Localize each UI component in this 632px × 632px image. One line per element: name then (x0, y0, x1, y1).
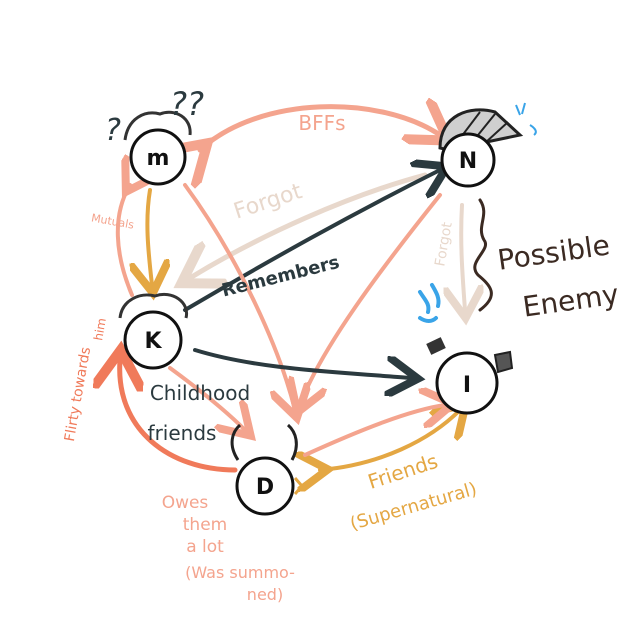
edge-bffs (200, 107, 440, 150)
node-k: K (118, 293, 189, 370)
edge-m-k-left (115, 185, 132, 297)
edge-mutuals (147, 188, 152, 285)
node-k-letter: K (144, 329, 162, 354)
edge-flirty (120, 360, 238, 473)
label-bffs: BFFs (298, 111, 345, 135)
edge-forgot-nk (190, 172, 428, 278)
node-i: I (418, 283, 514, 415)
label-forgot-ni: Forgot (432, 220, 456, 267)
edge-k-d (168, 366, 245, 430)
label-owes-1: Owes (162, 493, 209, 513)
edge-remembers (183, 170, 440, 312)
question-mark-left: ? (105, 113, 121, 148)
edge-possible-enemy (473, 198, 493, 312)
question-marks: ?? (170, 85, 204, 123)
node-n-letter: N (459, 149, 477, 174)
label-enemy: Enemy (521, 278, 621, 324)
label-owes-3: a lot (186, 537, 224, 557)
label-remembers: Remembers (220, 252, 342, 302)
label-childhood-1: Childhood (150, 381, 250, 405)
node-m-letter: m (147, 146, 170, 171)
label-childhood-2: friends (148, 421, 217, 445)
label-forgot-mn: Forgot (231, 179, 306, 225)
label-flirty-1: Flirty towards (62, 346, 94, 443)
node-d: D (230, 423, 304, 516)
label-friends: Friends (365, 449, 441, 494)
node-d-letter: D (256, 475, 274, 500)
node-i-letter: I (463, 373, 471, 398)
label-flirty-2: him (91, 317, 109, 342)
node-n: N (438, 102, 537, 188)
edge-d-i-salmon (303, 405, 445, 457)
edge-childhood (193, 348, 410, 378)
edge-n-d (300, 193, 442, 405)
label-supernatural: (Supernatural) (348, 479, 480, 535)
node-m: m ?? ? (105, 85, 204, 186)
label-owes-4: (Was summo- (185, 563, 295, 582)
label-possible: Possible (496, 228, 612, 276)
edge-forgot-ni (461, 203, 465, 310)
label-mutuals: Mutuals (90, 211, 135, 231)
label-owes-5: ned) (247, 585, 283, 604)
label-owes-2: them (183, 515, 227, 535)
